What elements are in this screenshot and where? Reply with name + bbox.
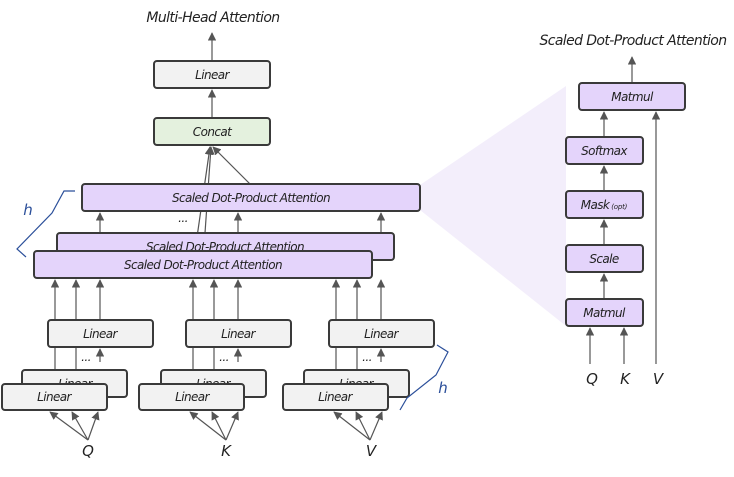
top-linear-box (153, 60, 271, 89)
q-linear-back (47, 319, 154, 348)
mask-suffix: (opt) (611, 203, 627, 211)
left-input-v: V (366, 442, 378, 460)
linears-brace-label: h (438, 379, 448, 397)
v-linear-dots: ... (362, 350, 372, 364)
heads-brace (16, 190, 75, 258)
v-linear-back-label: Linear (364, 327, 399, 341)
mask-label: Mask (581, 198, 611, 212)
concat-label: Concat (193, 125, 233, 139)
right-title: Scaled Dot-Product Attention (539, 33, 726, 49)
attention-head-front-label: Scaled Dot-Product Attention (124, 258, 282, 272)
q-linear-dots: ... (81, 350, 91, 364)
right-diagram: Scaled Dot-Product Attention Matmul Soft… (539, 33, 727, 388)
arrow-v-fan-2 (355, 411, 371, 441)
matmul-bottom-box (565, 298, 644, 327)
softmax-label: Softmax (581, 144, 628, 158)
arrow-q-fan-3 (87, 411, 100, 441)
mask-box (565, 190, 644, 219)
mask-text: Mask(opt) (581, 198, 628, 212)
v-linear-front-label: Linear (318, 390, 353, 404)
right-input-v: V (653, 370, 665, 388)
left-diagram: Multi-Head Attention Linear Concat Scale… (1, 10, 449, 460)
q-linear-front-label: Linear (37, 390, 72, 404)
k-linear-back (185, 319, 292, 348)
arrow-q-fan-2 (71, 411, 89, 441)
zoom-wedge (420, 86, 566, 326)
right-input-k: K (620, 370, 631, 388)
v-linear-front (282, 383, 389, 411)
q-linear-back-label: Linear (83, 327, 118, 341)
attention-head-back-label: Scaled Dot-Product Attention (172, 191, 330, 205)
arrow-v-fan-3 (369, 411, 383, 441)
arrow-q-fan-1 (49, 411, 89, 441)
linears-brace (399, 344, 449, 411)
matmul-bottom-label: Matmul (583, 306, 626, 320)
k-linear-front-label: Linear (175, 390, 210, 404)
concat-box (153, 117, 271, 146)
scale-label: Scale (589, 252, 619, 266)
arrow-k-fan-1 (189, 411, 227, 441)
left-title: Multi-Head Attention (146, 10, 279, 26)
attention-head-back (81, 183, 421, 212)
heads-brace-label: h (23, 201, 33, 219)
arrow-k-fan-2 (211, 411, 227, 441)
matmul-top-label: Matmul (611, 90, 654, 104)
heads-dots: ... (178, 211, 188, 225)
scale-box (565, 244, 644, 273)
left-input-k: K (221, 442, 232, 460)
softmax-box (565, 136, 644, 165)
k-linear-back-label: Linear (221, 327, 256, 341)
k-linear-dots: ... (219, 350, 229, 364)
k-linear-front (138, 383, 245, 411)
right-input-q: Q (586, 370, 598, 388)
attention-head-front (33, 250, 373, 279)
matmul-top-box (578, 82, 686, 111)
arrow-head-back-concat (212, 146, 251, 185)
left-input-q: Q (82, 442, 94, 460)
v-linear-back (328, 319, 435, 348)
q-linear-front (1, 383, 108, 411)
arrow-k-fan-3 (225, 411, 239, 441)
arrow-v-fan-1 (333, 411, 371, 441)
top-linear-label: Linear (195, 68, 230, 82)
